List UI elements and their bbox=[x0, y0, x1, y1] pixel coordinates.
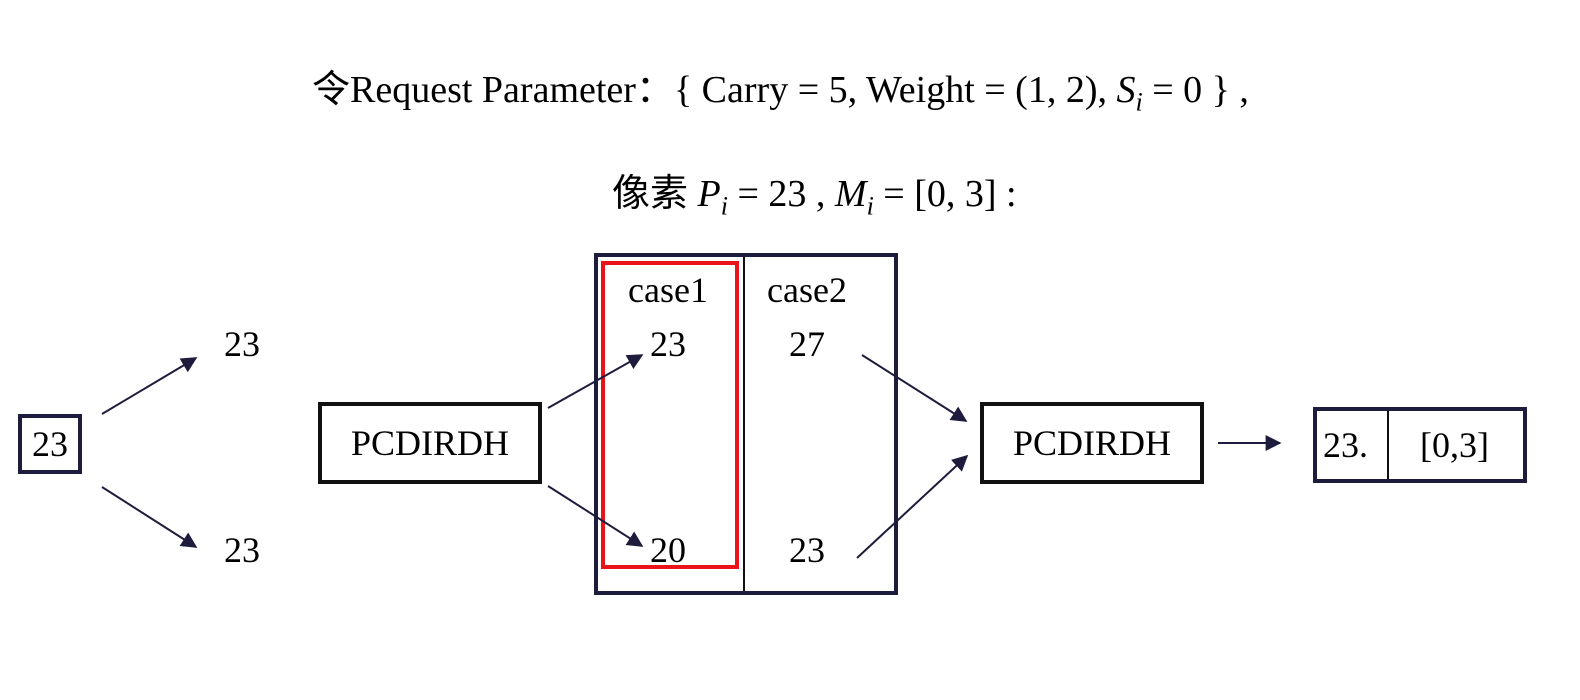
case2-label: case2 bbox=[767, 270, 847, 310]
output-divider bbox=[1387, 411, 1389, 479]
case1-top-value: 23 bbox=[650, 324, 686, 364]
case2-top-value: 27 bbox=[789, 324, 825, 364]
s-variable: S bbox=[1116, 69, 1136, 111]
split-bottom-value: 23 bbox=[224, 530, 260, 570]
p-subscript: i bbox=[720, 191, 728, 221]
case1-label: case1 bbox=[628, 270, 708, 310]
p-variable: P bbox=[697, 173, 721, 215]
header-line-2-mid: = 23 , bbox=[727, 173, 835, 215]
header-line-2: 像素 Pi = 23 , Mi = [0, 3] : bbox=[612, 162, 1017, 222]
input-pixel-value: 23 bbox=[32, 424, 68, 464]
encoder-box-2: PCDIRDH bbox=[980, 402, 1204, 484]
case1-bottom-value: 20 bbox=[650, 530, 686, 570]
m-subscript: i bbox=[866, 191, 874, 221]
case1-highlight-box bbox=[601, 261, 739, 569]
arrow-case2-bottom-to-enc2 bbox=[856, 454, 969, 559]
arrow-input-to-top bbox=[101, 357, 198, 415]
arrow-enc1-to-case1-bottom bbox=[547, 485, 644, 547]
arrow-input-to-bottom bbox=[101, 486, 198, 548]
encoder-2-label: PCDIRDH bbox=[1012, 423, 1172, 463]
s-subscript: i bbox=[1135, 87, 1143, 117]
arrow-enc1-to-case1-top bbox=[547, 354, 644, 409]
header-line-1-prefix: 令Request Parameter：{ Carry = 5, Weight =… bbox=[312, 69, 1117, 111]
header-line-1-suffix: = 0 } , bbox=[1142, 69, 1249, 111]
cases-divider bbox=[743, 257, 745, 591]
case2-bottom-value: 23 bbox=[789, 530, 825, 570]
m-variable: M bbox=[834, 173, 867, 215]
encoder-box-1: PCDIRDH bbox=[318, 402, 542, 484]
input-pixel-box: 23 bbox=[18, 414, 82, 474]
output-range: [0,3] bbox=[1420, 425, 1489, 465]
output-value: 23. bbox=[1323, 425, 1368, 465]
encoder-1-label: PCDIRDH bbox=[350, 423, 510, 463]
header-line-2-suffix: = [0, 3] : bbox=[873, 173, 1017, 215]
arrow-case2-top-to-enc2 bbox=[861, 354, 968, 422]
cases-container bbox=[594, 253, 898, 595]
split-top-value: 23 bbox=[224, 324, 260, 364]
header-line-2-prefix: 像素 bbox=[612, 173, 698, 215]
header-line-1: 令Request Parameter：{ Carry = 5, Weight =… bbox=[312, 58, 1249, 118]
output-box bbox=[1313, 407, 1527, 483]
